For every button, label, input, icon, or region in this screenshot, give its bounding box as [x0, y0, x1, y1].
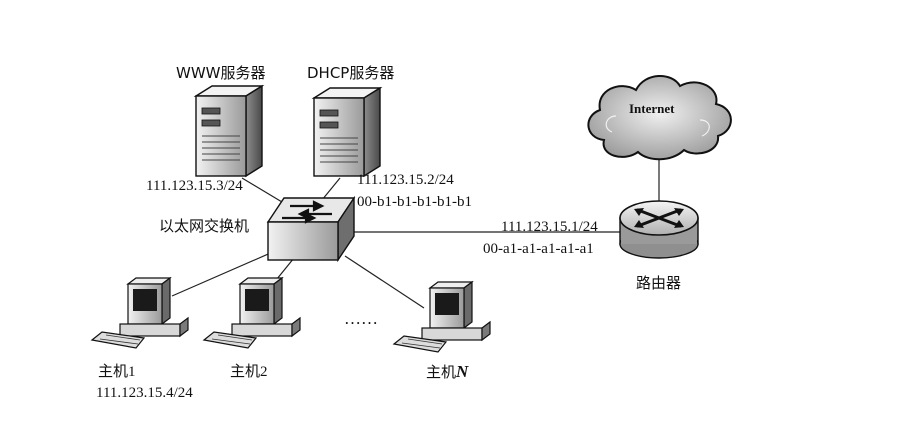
switch-label: 以太网交换机 — [159, 217, 250, 235]
host1-ip: 111.123.15.4/24 — [96, 385, 193, 401]
www-server-label: WWW服务器 — [176, 64, 266, 82]
hostN-label-num: N — [456, 362, 469, 381]
dhcp-server-icon — [311, 86, 383, 178]
www-server-icon — [193, 84, 265, 178]
host1-label-num: 1 — [128, 364, 136, 380]
dhcp-server-ip: 111.123.15.2/24 — [357, 172, 454, 188]
internet-cloud-icon — [587, 75, 732, 161]
host2-label: 主机2 — [230, 364, 268, 380]
link-switch-host1 — [171, 247, 283, 297]
link-switch-hostN — [344, 255, 425, 309]
hosts-ellipsis: …… — [344, 309, 378, 328]
host1-computer-icon — [90, 276, 189, 349]
hostN-label: 主机N — [426, 363, 468, 381]
internet-label: Internet — [629, 101, 675, 116]
router-label: 路由器 — [636, 274, 682, 292]
hostN-computer-icon — [392, 280, 491, 353]
router-icon — [619, 200, 699, 259]
host1-label-prefix: 主机 — [98, 362, 129, 380]
dhcp-server-mac: 00-b1-b1-b1-b1-b1 — [357, 194, 472, 210]
switch-icon — [266, 195, 356, 263]
host2-label-num: 2 — [260, 364, 268, 380]
www-server-ip: 111.123.15.3/24 — [146, 178, 243, 194]
host2-label-prefix: 主机 — [230, 362, 261, 380]
host2-computer-icon — [202, 276, 301, 349]
hostN-label-prefix: 主机 — [426, 363, 457, 381]
dhcp-server-label: DHCP服务器 — [307, 64, 395, 82]
router-ip: 111.123.15.1/24 — [501, 219, 598, 235]
router-mac: 00-a1-a1-a1-a1-a1 — [483, 241, 594, 257]
link-dhcp-switch — [321, 177, 341, 201]
host1-label: 主机1 — [98, 364, 136, 380]
